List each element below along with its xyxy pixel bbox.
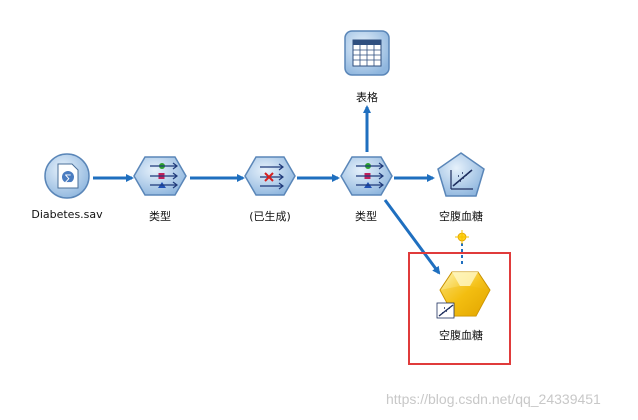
node-model-nugget[interactable] (436, 271, 491, 319)
scatter-model-icon (436, 302, 455, 319)
node-filter[interactable] (244, 156, 296, 196)
node-label-source: Diabetes.sav (31, 208, 103, 221)
node-type-1[interactable] (133, 156, 187, 196)
highlight-annotation-box (408, 252, 511, 365)
node-table[interactable] (344, 30, 390, 76)
scatter-model-icon (450, 169, 473, 190)
watermark-text: https://blog.csdn.net/qq_24339451 (386, 391, 601, 407)
node-label-table: 表格 (356, 91, 378, 104)
node-model[interactable] (437, 152, 485, 197)
node-source[interactable]: ∑ (44, 153, 90, 199)
svg-text:∑: ∑ (65, 174, 71, 184)
filter-node-icon (260, 163, 284, 190)
type-node-icon (150, 162, 178, 189)
node-label-nugget: 空腹血糖 (439, 329, 483, 342)
node-label-filter: (已生成) (249, 210, 291, 223)
node-label-type-2: 类型 (355, 210, 377, 223)
connector-type2-nugget[interactable] (383, 199, 441, 275)
stream-connectors (93, 105, 463, 275)
type-node-icon (356, 162, 384, 189)
node-label-type-1: 类型 (149, 210, 171, 223)
link-sparkle-icon (455, 230, 469, 244)
table-output-icon (352, 39, 382, 67)
node-label-model: 空腹血糖 (439, 210, 483, 223)
sav-file-icon: ∑ (57, 163, 79, 189)
node-type-2[interactable] (340, 156, 393, 196)
